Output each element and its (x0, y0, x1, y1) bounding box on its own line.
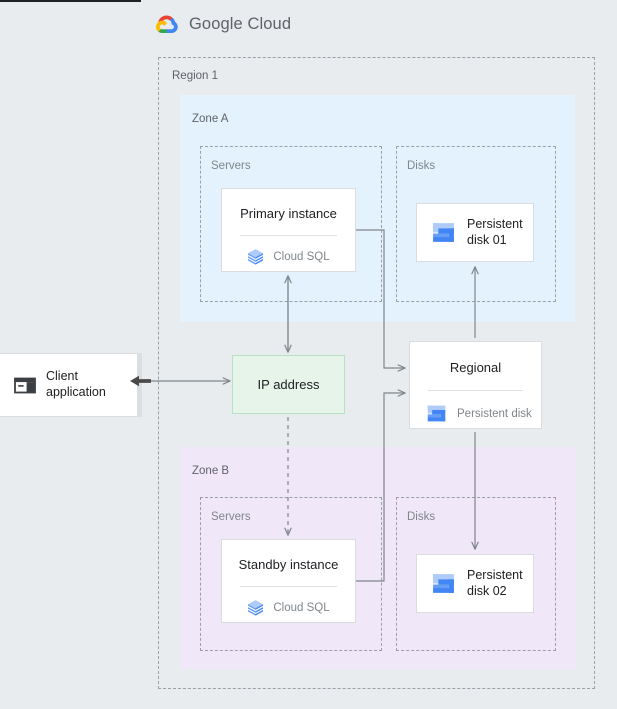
google-cloud-logo-icon (155, 14, 181, 34)
region-container (158, 57, 595, 689)
pd02-line1: Persistent (467, 567, 523, 582)
regional-disk-service-label: Persistent disk (457, 407, 532, 420)
standby-instance-service: Cloud SQL (222, 599, 355, 617)
zone-b-label: Zone B (192, 465, 230, 477)
persistent-disk-icon (431, 571, 456, 596)
primary-instance-service-label: Cloud SQL (273, 251, 330, 263)
google-cloud-brand: Google Cloud (155, 14, 291, 34)
servers-group-zone-a (200, 146, 382, 302)
region-label: Region 1 (172, 70, 219, 82)
pd01-line1: Persistent (467, 216, 523, 231)
servers-a-label: Servers (211, 160, 251, 172)
disks-group-zone-a (396, 146, 556, 302)
persistent-disk-icon (426, 403, 447, 424)
standby-instance-title: Standby instance (238, 557, 339, 572)
disks-b-label: Disks (407, 511, 436, 523)
disks-a-label: Disks (407, 160, 436, 172)
brand-label: Google Cloud (189, 15, 291, 34)
client-line1: Client (46, 369, 78, 384)
regional-disk-service: Persistent disk (410, 403, 541, 424)
card-divider (240, 235, 337, 236)
cloud-sql-icon (247, 599, 264, 617)
pd01-line2: disk 01 (467, 232, 507, 247)
zone-a-label: Zone A (192, 113, 229, 125)
client-line2: application (46, 385, 106, 399)
ip-address-label: IP address (257, 377, 320, 392)
pd02-line2: disk 02 (467, 583, 507, 598)
top-rule-divider (0, 0, 141, 2)
regional-disk-title: Regional (449, 360, 502, 375)
primary-instance-card[interactable]: Primary instance Cloud SQL (221, 188, 356, 272)
card-divider (428, 390, 523, 391)
standby-instance-card[interactable]: Standby instance Cloud SQL (221, 539, 356, 623)
brand-name-google: Google (189, 14, 243, 33)
servers-b-label: Servers (211, 511, 251, 523)
regional-persistent-disk-card[interactable]: Regional Persistent disk (409, 341, 542, 429)
primary-instance-title: Primary instance (240, 206, 337, 221)
card-divider (240, 586, 337, 587)
ip-address-node[interactable]: IP address (232, 355, 345, 414)
standby-instance-service-label: Cloud SQL (273, 602, 330, 614)
brand-name-cloud: Cloud (242, 14, 292, 33)
persistent-disk-icon (431, 220, 456, 245)
cloud-sql-icon (247, 248, 264, 266)
client-window-icon (14, 376, 36, 395)
primary-instance-service: Cloud SQL (222, 248, 355, 266)
